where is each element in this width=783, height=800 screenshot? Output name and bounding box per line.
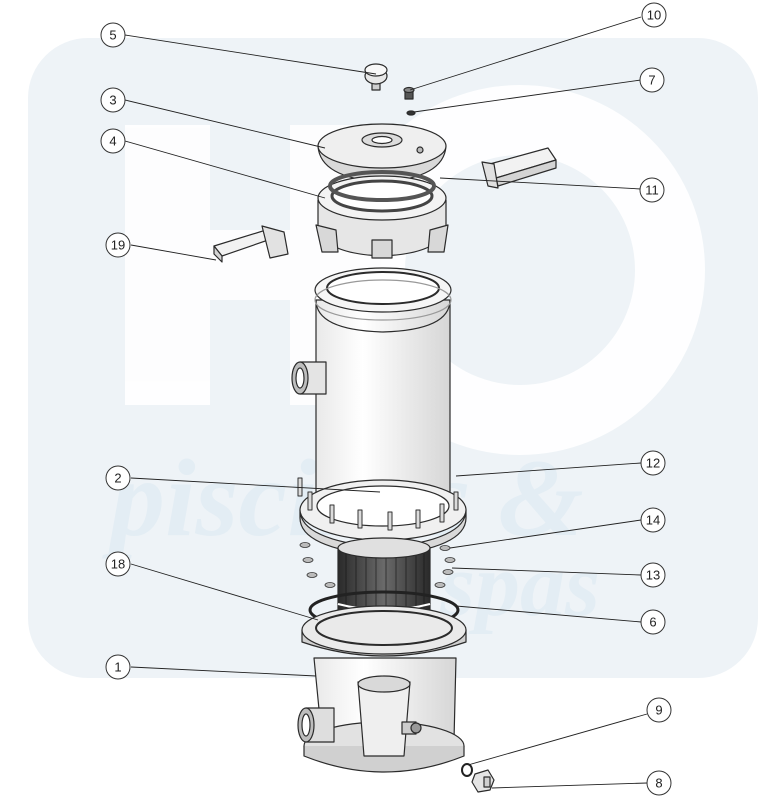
callout-7: 7 — [639, 67, 665, 93]
callout-5: 5 — [100, 22, 126, 48]
part-pressure-gauge — [364, 63, 388, 91]
leader-lines — [124, 16, 648, 789]
callout-label: 11 — [645, 183, 659, 198]
part-base-flange — [301, 605, 467, 657]
callout-label: 10 — [647, 8, 661, 23]
callout-11: 11 — [639, 177, 665, 203]
callout-label: 18 — [111, 557, 125, 572]
leader-8 — [491, 782, 648, 789]
callout-4: 4 — [100, 128, 126, 154]
part-filter-tank — [291, 267, 467, 557]
callout-label: 13 — [646, 568, 660, 583]
callout-14: 14 — [640, 507, 666, 533]
leader-18 — [130, 563, 319, 621]
leader-9 — [467, 713, 648, 766]
leader-14 — [449, 519, 642, 549]
part-air-bleed-screw — [403, 86, 415, 100]
callout-bubbles: 5 10 7 3 4 11 19 2 12 14 18 13 6 1 9 8 — [100, 2, 672, 796]
part-filter-base — [297, 657, 465, 773]
callout-label: 9 — [655, 703, 662, 718]
callout-label: 12 — [646, 456, 660, 471]
callout-19: 19 — [105, 232, 131, 258]
leader-3 — [124, 99, 326, 149]
watermark-line2: spas — [439, 536, 600, 635]
part-small-o-ring — [406, 110, 416, 116]
callout-13: 13 — [640, 562, 666, 588]
part-filter-lid — [317, 123, 447, 183]
leader-2 — [130, 477, 381, 493]
callout-3: 3 — [100, 87, 126, 113]
callout-8: 8 — [646, 770, 672, 796]
callout-9: 9 — [646, 697, 672, 723]
callout-label: 2 — [114, 471, 121, 486]
part-drain-o-ring — [461, 763, 473, 777]
callout-label: 8 — [655, 776, 662, 791]
callout-label: 19 — [111, 238, 125, 253]
callout-label: 3 — [109, 93, 116, 108]
leader-12 — [455, 462, 642, 477]
part-lock-ring — [315, 170, 449, 259]
callout-6: 6 — [640, 609, 666, 635]
leader-7 — [413, 79, 642, 113]
leader-5 — [124, 34, 377, 75]
callout-10: 10 — [641, 2, 667, 28]
callout-label: 7 — [648, 73, 655, 88]
part-washers-nuts — [299, 542, 456, 588]
callout-18: 18 — [105, 551, 131, 577]
callout-label: 4 — [109, 134, 116, 149]
leader-10 — [409, 16, 642, 91]
callout-1: 1 — [105, 654, 131, 680]
callout-label: 6 — [649, 615, 656, 630]
callout-12: 12 — [640, 450, 666, 476]
leader-13 — [451, 567, 642, 576]
leader-1 — [130, 666, 317, 677]
callout-label: 5 — [109, 28, 116, 43]
callout-label: 14 — [646, 513, 660, 528]
part-clamp-handle-right — [481, 147, 557, 189]
part-clamp-handle-left — [213, 225, 289, 263]
callout-label: 1 — [114, 660, 121, 675]
leader-19 — [130, 244, 217, 261]
part-drain-plug — [471, 769, 495, 793]
leader-6 — [455, 605, 642, 623]
leader-4 — [124, 140, 326, 199]
leader-11 — [439, 177, 642, 190]
callout-2: 2 — [105, 465, 131, 491]
